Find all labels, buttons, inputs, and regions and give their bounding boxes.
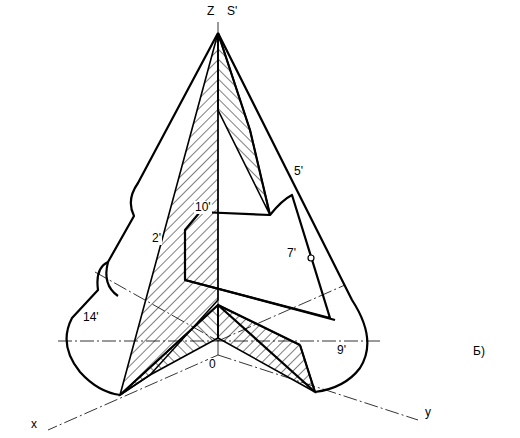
point-label: 5' [293,165,304,178]
point-label: S' [226,5,238,18]
cone-outline [67,33,368,395]
point-label: 9' [336,344,347,357]
point-label: x [30,418,38,431]
section-plane [120,33,218,395]
point-label: 7' [286,247,297,260]
point-label: 10' [194,201,212,214]
axes [48,22,418,430]
point-label: 14' [82,311,100,324]
point-label: Б) [472,345,486,358]
point-label: y [424,406,432,419]
point-marker [308,255,314,261]
point-label: Z [206,5,215,18]
center-line [58,341,382,342]
y-axis [218,355,418,420]
section-plane [218,33,270,215]
point-label: 2' [151,232,162,245]
point-label: 0 [208,358,217,371]
hatched-sections [120,33,315,395]
